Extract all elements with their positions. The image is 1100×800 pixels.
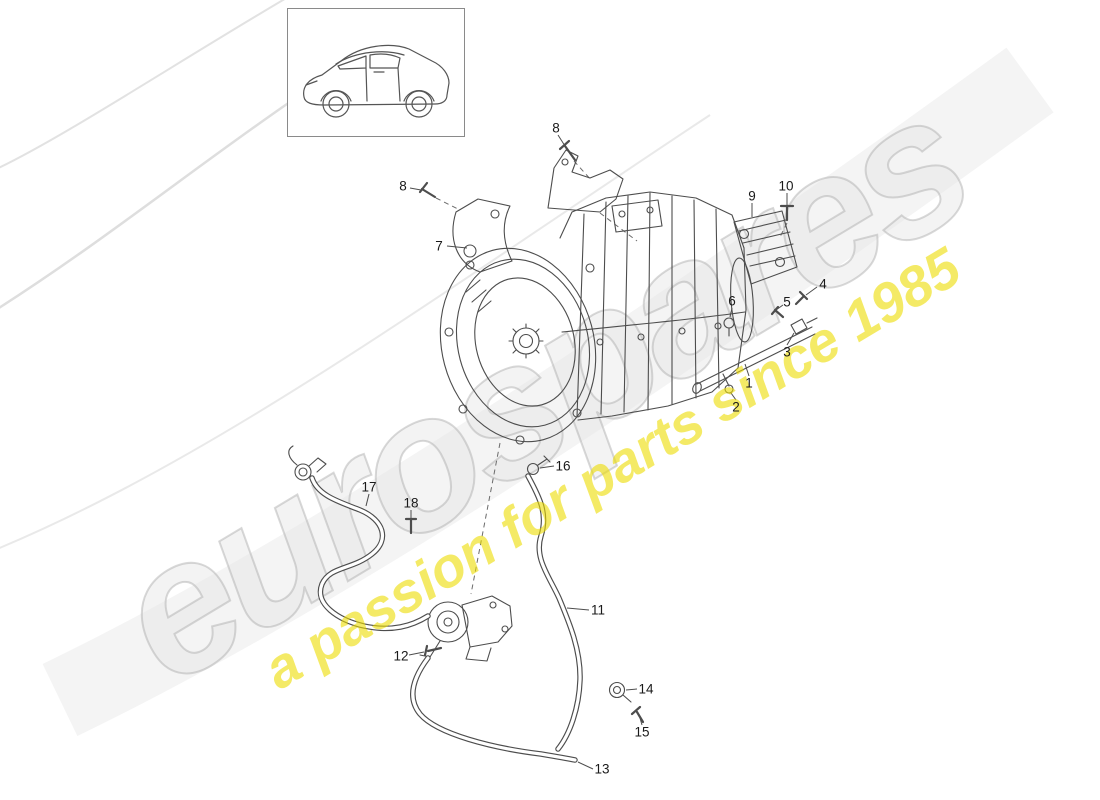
grommet-part-14 — [608, 681, 632, 703]
callout-part-13: 13 — [594, 761, 610, 777]
clamp-part-16 — [526, 455, 551, 476]
callout-part-8-top: 8 — [552, 120, 560, 136]
bolt-part-4 — [794, 290, 809, 306]
callout-part-15: 15 — [634, 724, 650, 740]
dashed-construction-lines — [435, 160, 788, 595]
callout-part-8-left: 8 — [399, 178, 407, 194]
callout-part-17: 17 — [361, 479, 377, 495]
callout-part-7: 7 — [435, 238, 443, 254]
screw-part-8-top — [558, 139, 577, 162]
top-bracket — [547, 149, 624, 213]
callout-part-14: 14 — [638, 681, 654, 697]
screw-part-8-left — [418, 181, 437, 199]
callout-part-18: 18 — [403, 495, 419, 511]
callout-part-12: 12 — [393, 648, 409, 664]
callout-part-2: 2 — [732, 399, 740, 415]
actuator-assembly — [419, 595, 513, 662]
callout-part-11: 11 — [590, 602, 606, 618]
coolant-tube — [692, 317, 818, 394]
hose-connector — [288, 445, 327, 481]
leader-lines — [365, 134, 818, 770]
gear-case — [559, 191, 754, 421]
bell-housing — [439, 247, 597, 445]
clip-part-6 — [723, 317, 735, 337]
screw-part-18 — [404, 517, 418, 535]
callout-part-4: 4 — [819, 276, 827, 292]
screw-part-15 — [630, 705, 645, 724]
ribbed-mount-part-9 — [733, 210, 798, 285]
screw-part-5 — [770, 305, 785, 319]
fastener-icons — [404, 139, 809, 724]
porsche-panamera-side-view-icon — [303, 44, 450, 118]
callout-part-1: 1 — [745, 375, 753, 391]
callout-part-5: 5 — [783, 294, 791, 310]
callout-part-16: 16 — [555, 458, 571, 474]
callout-part-9: 9 — [748, 188, 756, 204]
callout-part-10: 10 — [778, 178, 794, 194]
callout-part-6: 6 — [728, 293, 736, 309]
vehicle-thumbnail — [287, 8, 465, 137]
bracket-part-7 — [452, 198, 513, 273]
screw-part-10 — [779, 204, 795, 222]
bolt-part-12 — [423, 644, 443, 657]
hose-part-11 — [525, 473, 583, 752]
vacuum-hoses — [309, 473, 583, 763]
callout-part-3: 3 — [783, 344, 791, 360]
